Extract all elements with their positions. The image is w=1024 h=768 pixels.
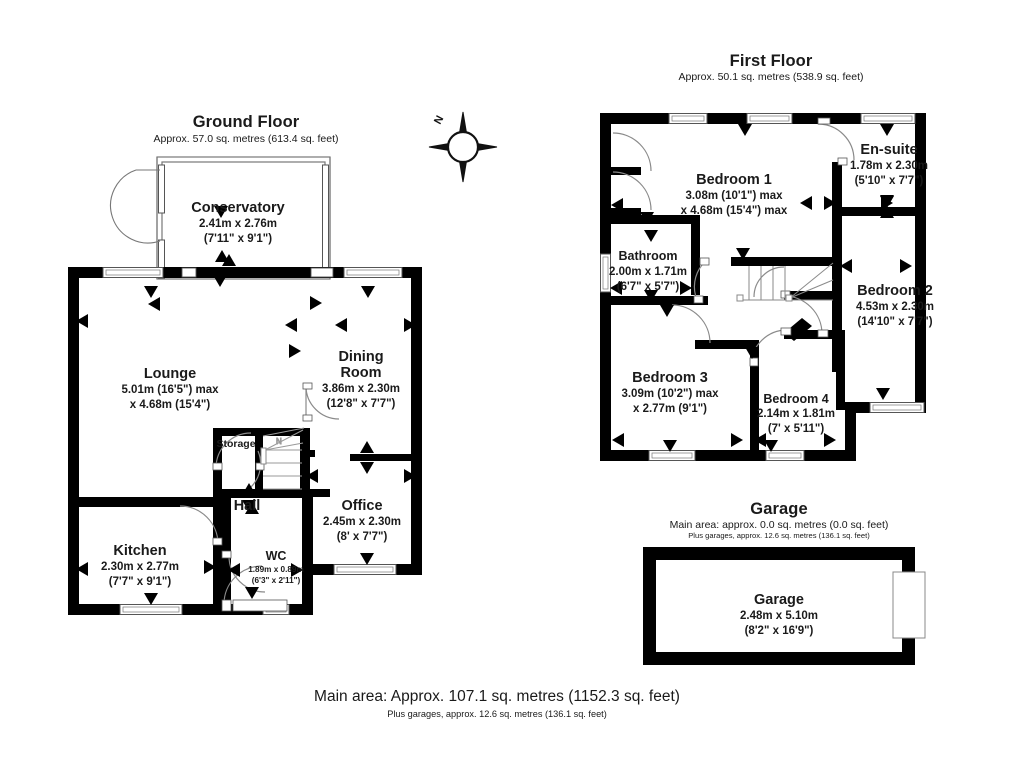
svg-text:N: N (276, 437, 282, 446)
room-dim-bedroom-3-metric: 3.09m (10'2") max (621, 388, 719, 400)
ground-floor-subtitle: Approx. 57.0 sq. metres (613.4 sq. feet) (153, 133, 339, 145)
ground-floor-door-frames (212, 382, 313, 612)
room-label-wc: WC (265, 549, 287, 563)
room-label-dining-line2: Room (340, 365, 382, 381)
room-label-bedroom-4: Bedroom 4 (763, 392, 829, 406)
room-label-lounge: Lounge (143, 366, 197, 382)
conservatory-door (110, 169, 161, 244)
footer-plus-garages: Plus garages, approx. 12.6 sq. metres (1… (387, 709, 607, 719)
room-label-bedroom-3: Bedroom 3 (632, 370, 708, 386)
garage-plan (643, 547, 926, 665)
room-label-storage: Storage (216, 438, 256, 450)
room-dim-wc-metric: 1.89m x 0.89m (248, 565, 304, 574)
room-dim-bedroom-2-imperial: (14'10" x 7'7") (857, 316, 933, 328)
garage-title: Garage (750, 500, 808, 518)
room-label-bathroom: Bathroom (618, 249, 678, 263)
room-label-bedroom-2: Bedroom 2 (857, 283, 933, 299)
room-dim-lounge-metric: 5.01m (16'5") max (121, 384, 219, 396)
footer-main-area: Main area: Approx. 107.1 sq. metres (115… (314, 688, 680, 705)
room-dim-conservatory-imperial: (7'11" x 9'1") (203, 233, 273, 245)
room-dim-bedroom-1-imperial: x 4.68m (15'4") max (680, 205, 788, 217)
first-floor-title: First Floor (729, 52, 813, 70)
room-dim-en-suite-metric: 1.78m x 2.30m (849, 160, 929, 172)
first-floor-subtitle: Approx. 50.1 sq. metres (538.9 sq. feet) (678, 71, 864, 83)
room-dim-bedroom-4-metric: 2.14m x 1.81m (756, 408, 836, 420)
first-floor-door-frames (693, 117, 848, 367)
ground-floor-staircase: N (260, 427, 305, 490)
room-label-bedroom-1: Bedroom 1 (696, 172, 772, 188)
room-dim-kitchen-metric: 2.30m x 2.77m (100, 561, 180, 573)
room-dim-garage-metric: 2.48m x 5.10m (739, 610, 819, 622)
compass-north-label: N (432, 114, 446, 127)
room-label-garage: Garage (754, 592, 804, 608)
first-floor-interior-walls (611, 162, 926, 460)
compass-rose: N (428, 111, 498, 183)
room-dim-wc-imperial: (6'3" x 2'11") (251, 576, 301, 585)
room-dim-bedroom-3-imperial: x 2.77m (9'1") (632, 403, 708, 415)
first-floor-viewpoint-markers (610, 124, 912, 452)
ground-floor-plan: N (68, 156, 422, 615)
room-dim-kitchen-imperial: (7'7" x 9'1") (108, 576, 172, 588)
ground-floor-doors (179, 385, 340, 605)
garage-subtitle: Main area: approx. 0.0 sq. metres (0.0 s… (669, 519, 889, 531)
room-dim-en-suite-imperial: (5'10" x 7'7") (854, 175, 924, 187)
room-dim-garage-imperial: (8'2" x 16'9") (744, 625, 814, 637)
ground-floor-title: Ground Floor (192, 113, 300, 131)
garage-subtitle-2: Plus garages, approx. 12.6 sq. metres (1… (688, 531, 870, 540)
room-dim-lounge-imperial: x 4.68m (15'4") (129, 399, 211, 411)
room-label-dining-line1: Dining (338, 349, 384, 365)
room-dim-bathroom-imperial: (6'7" x 5'7") (616, 281, 680, 293)
room-dim-dining-metric: 3.86m x 2.30m (321, 383, 401, 395)
first-floor-doors (612, 123, 855, 366)
room-dim-bedroom-1-metric: 3.08m (10'1") max (685, 190, 783, 202)
room-label-kitchen: Kitchen (113, 543, 167, 559)
room-label-conservatory: Conservatory (191, 200, 285, 216)
room-label-hall: Hall (233, 498, 261, 514)
first-floor-windows (600, 113, 925, 461)
room-dim-dining-imperial: (12'8" x 7'7") (326, 398, 396, 410)
first-floor-plan (600, 113, 926, 461)
room-dim-bathroom-metric: 2.00m x 1.71m (608, 266, 688, 278)
room-dim-office-imperial: (8' x 7'7") (336, 531, 388, 543)
garage-door (892, 571, 926, 639)
room-dim-bedroom-2-metric: 4.53m x 2.30m (855, 301, 935, 313)
room-label-office: Office (341, 498, 383, 514)
room-dim-conservatory-metric: 2.41m x 2.76m (198, 218, 278, 230)
ground-floor-viewpoint-markers (76, 206, 416, 605)
room-dim-office-metric: 2.45m x 2.30m (322, 516, 402, 528)
room-dim-bedroom-4-imperial: (7' x 5'11") (767, 423, 825, 435)
room-label-en-suite: En-suite (860, 142, 918, 158)
first-floor-staircase (736, 262, 834, 302)
